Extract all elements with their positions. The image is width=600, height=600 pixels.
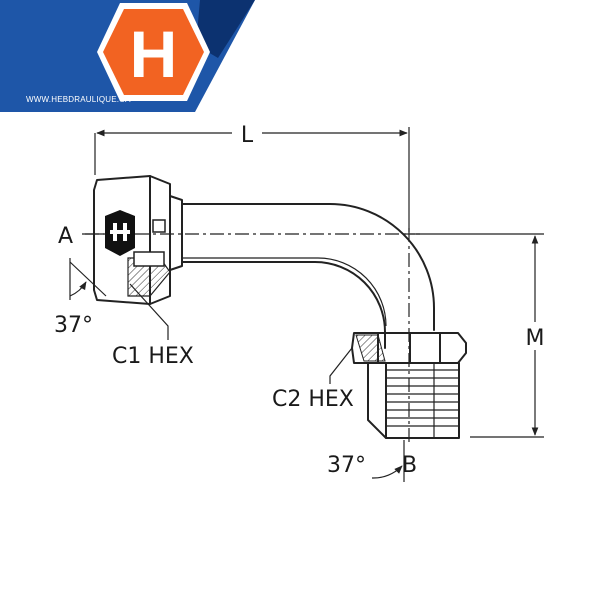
angle-a: 37° bbox=[54, 258, 107, 338]
male-end-b bbox=[351, 332, 467, 439]
website-url: WWW.HEBDRAULIQUE.CA bbox=[26, 95, 131, 104]
brand-banner: H bbox=[0, 0, 255, 112]
dimension-l-label: L bbox=[241, 123, 254, 148]
label-a-text: A bbox=[58, 224, 73, 249]
dimension-m: M bbox=[416, 233, 548, 438]
hex-nut-icon bbox=[105, 210, 135, 256]
label-c1-hex: C1 HEX bbox=[112, 344, 194, 369]
label-a: A bbox=[58, 224, 104, 249]
angle-b-label: 37° bbox=[327, 453, 366, 478]
dimension-m-label: M bbox=[526, 326, 545, 351]
label-b-text: B bbox=[402, 453, 417, 478]
label-b: 37° B bbox=[327, 440, 417, 482]
dimension-l: L bbox=[94, 120, 410, 232]
leader-c2-hex: C2 HEX bbox=[272, 347, 354, 412]
swivel-nut-a bbox=[93, 175, 183, 305]
leader-c1-hex: C1 HEX bbox=[112, 283, 194, 369]
elbow-tube bbox=[181, 203, 435, 349]
logo-hex-icon bbox=[103, 9, 204, 95]
angle-a-label: 37° bbox=[54, 313, 93, 338]
logo-letter: H bbox=[130, 17, 178, 91]
label-c2-hex: C2 HEX bbox=[272, 387, 354, 412]
